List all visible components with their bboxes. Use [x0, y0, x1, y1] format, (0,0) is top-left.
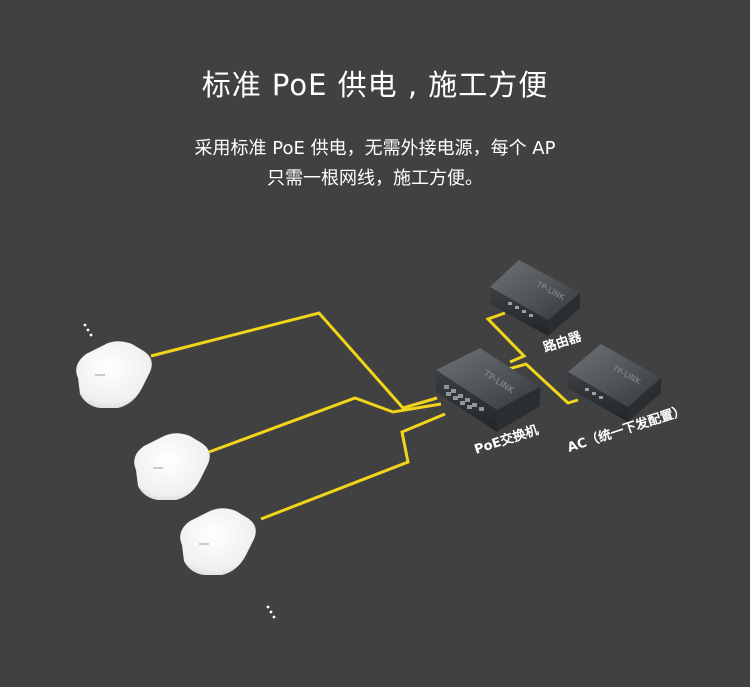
- ellipsis-top: [83, 323, 93, 337]
- description-line-1: 采用标准 PoE 供电，无需外接电源，每个 AP: [194, 138, 556, 159]
- poe-switch-device: TP-LINK: [436, 348, 540, 432]
- page-title: 标准 PoE 供电 , 施工方便: [201, 68, 549, 102]
- access-point-2: [134, 433, 210, 500]
- cable-ap1: [150, 311, 438, 410]
- ellipsis-bottom: [266, 605, 276, 619]
- cables: [150, 311, 579, 521]
- ac-device: TP-LINK: [568, 344, 661, 422]
- access-point-1: [76, 341, 152, 408]
- poe-switch-label: PoE交换机: [472, 422, 540, 458]
- cable-ac: [504, 362, 579, 405]
- description-line-2: 只需一根网线，施工方便。: [267, 168, 483, 189]
- cable-ap3: [260, 412, 446, 521]
- access-point-3: [180, 508, 256, 575]
- cable-ap2: [208, 396, 442, 454]
- router-device: TP-LINK: [490, 260, 580, 336]
- description: 采用标准 PoE 供电，无需外接电源，每个 AP 只需一根网线，施工方便。: [0, 134, 750, 194]
- cable-router: [485, 311, 527, 364]
